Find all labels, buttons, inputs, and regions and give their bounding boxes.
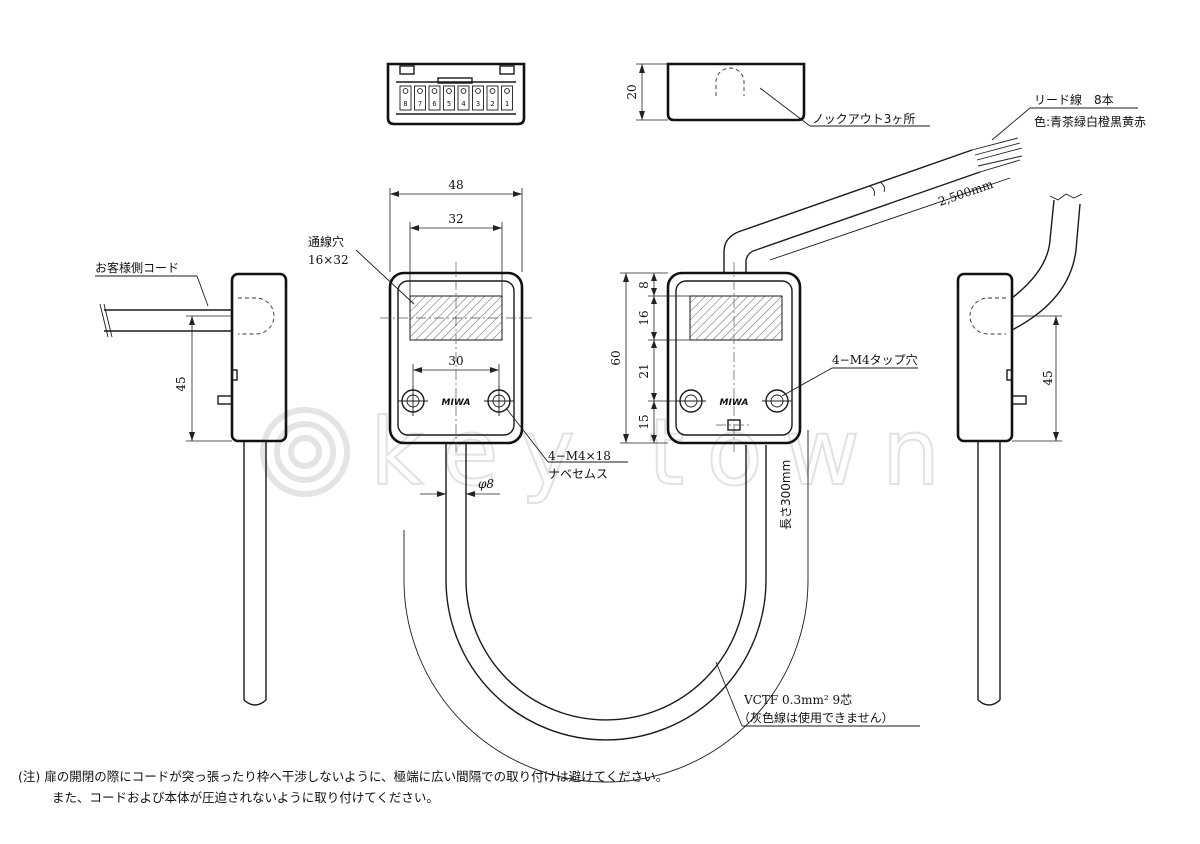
watermark-logo-icon — [260, 407, 350, 497]
connector-pin-number: 1 — [505, 100, 509, 108]
label-wire-hole: 通線穴 — [308, 234, 344, 249]
dim-30: 30 — [448, 354, 463, 368]
connector-pin-slot — [486, 85, 499, 111]
connector-top-view: 8 7 6 5 4 3 2 1 — [386, 62, 526, 126]
connector-pin-number: 4 — [461, 100, 465, 108]
connector-pin-hole-icon — [417, 88, 423, 94]
label-cable-spec2: （灰色線は使用できません） — [738, 710, 894, 725]
connector-pin-slot — [399, 85, 412, 111]
label-wire-hole-size: 16×32 — [308, 253, 349, 267]
connector-pin-number: 5 — [447, 100, 451, 108]
connector-pin-slot — [443, 85, 455, 111]
dim-20: 20 — [625, 84, 639, 99]
rear-view: MIWA 2,500mm リード線 8本 色:青茶緑白橙黒黄赤 4−M4タップ穴… — [609, 92, 1146, 452]
left-side-view: 45 お客様側コード — [95, 260, 288, 706]
note-line-2: また、コードおよび本体が圧迫されないように取り付けてください。 — [52, 790, 439, 805]
dim-60: 60 — [609, 350, 623, 365]
front-view: MIWA 48 32 30 通線穴 16×32 φ8 4−M4×18 — [308, 178, 628, 530]
label-knockout: ノックアウト3ヶ所 — [812, 112, 915, 126]
watermark-text: key town — [370, 399, 962, 506]
label-lead-length: 2,500mm — [936, 177, 995, 209]
connector-pin-number: 2 — [490, 100, 494, 108]
label-screw-line1: 4−M4×18 — [548, 449, 611, 463]
label-tap-hole: 4−M4タップ穴 — [832, 352, 918, 367]
dim-16: 16 — [637, 310, 651, 325]
dim-32: 32 — [448, 212, 463, 226]
tap-hole-right-icon — [762, 389, 792, 413]
connector-pin-number: 7 — [418, 100, 422, 108]
connector-pin-hole-icon — [475, 88, 481, 94]
label-cable-length: 長さ300mm — [779, 460, 793, 530]
connector-pin-slot — [457, 85, 470, 111]
connector-pin-number: 6 — [432, 100, 436, 108]
dim-48: 48 — [448, 178, 463, 192]
connector-pin-slot — [472, 85, 484, 111]
mounting-screw-right-icon — [484, 386, 514, 416]
lead-wire-ends — [971, 137, 1023, 173]
connector-pin-hole-icon — [446, 88, 452, 94]
connector-pins: 8 7 6 5 4 3 2 1 — [399, 85, 513, 111]
connector-pin-hole-icon — [431, 88, 438, 94]
connector-pin-hole-icon — [489, 88, 496, 94]
note-line-1: (注) 扉の開閉の際にコードが突っ張ったり枠へ干渉しないように、極端に広い間隔で… — [18, 769, 669, 784]
label-lead-line1: リード線 8本 — [1034, 92, 1114, 107]
label-screw-line2: ナベセムス — [548, 467, 608, 481]
connector-pin-slot — [501, 85, 513, 111]
connector-pin-hole-icon — [504, 88, 510, 94]
connector-pin-hole-icon — [402, 88, 409, 94]
watermark: key town — [260, 398, 962, 507]
connector-pin-number: 3 — [476, 100, 480, 108]
label-cable-spec1: VCTF 0.3mm² 9芯 — [743, 693, 852, 707]
dim-45-right: 45 — [1041, 370, 1055, 385]
label-customer-cord: お客様側コード — [95, 260, 179, 275]
logo-rear: MIWA — [720, 398, 749, 408]
right-side-view: 45 — [956, 193, 1083, 706]
dim-8: 8 — [637, 281, 651, 289]
dim-21: 21 — [637, 363, 651, 378]
connector-pin-slot — [414, 85, 426, 111]
dim-phi8: φ8 — [478, 477, 494, 491]
connector-pin-number: 8 — [403, 100, 407, 108]
dim-45-left: 45 — [174, 376, 188, 391]
cable-u-loop: 長さ300mm VCTF 0.3mm² 9芯 （灰色線は使用できません） — [403, 430, 920, 783]
dim-15: 15 — [637, 414, 651, 429]
connector-pin-slot — [428, 85, 441, 111]
label-lead-line2: 色:青茶緑白橙黒黄赤 — [1034, 114, 1146, 129]
top-side-view: 20 ノックアウト3ヶ所 — [625, 62, 930, 127]
connector-pin-hole-icon — [460, 88, 467, 94]
logo-front: MIWA — [442, 398, 471, 408]
